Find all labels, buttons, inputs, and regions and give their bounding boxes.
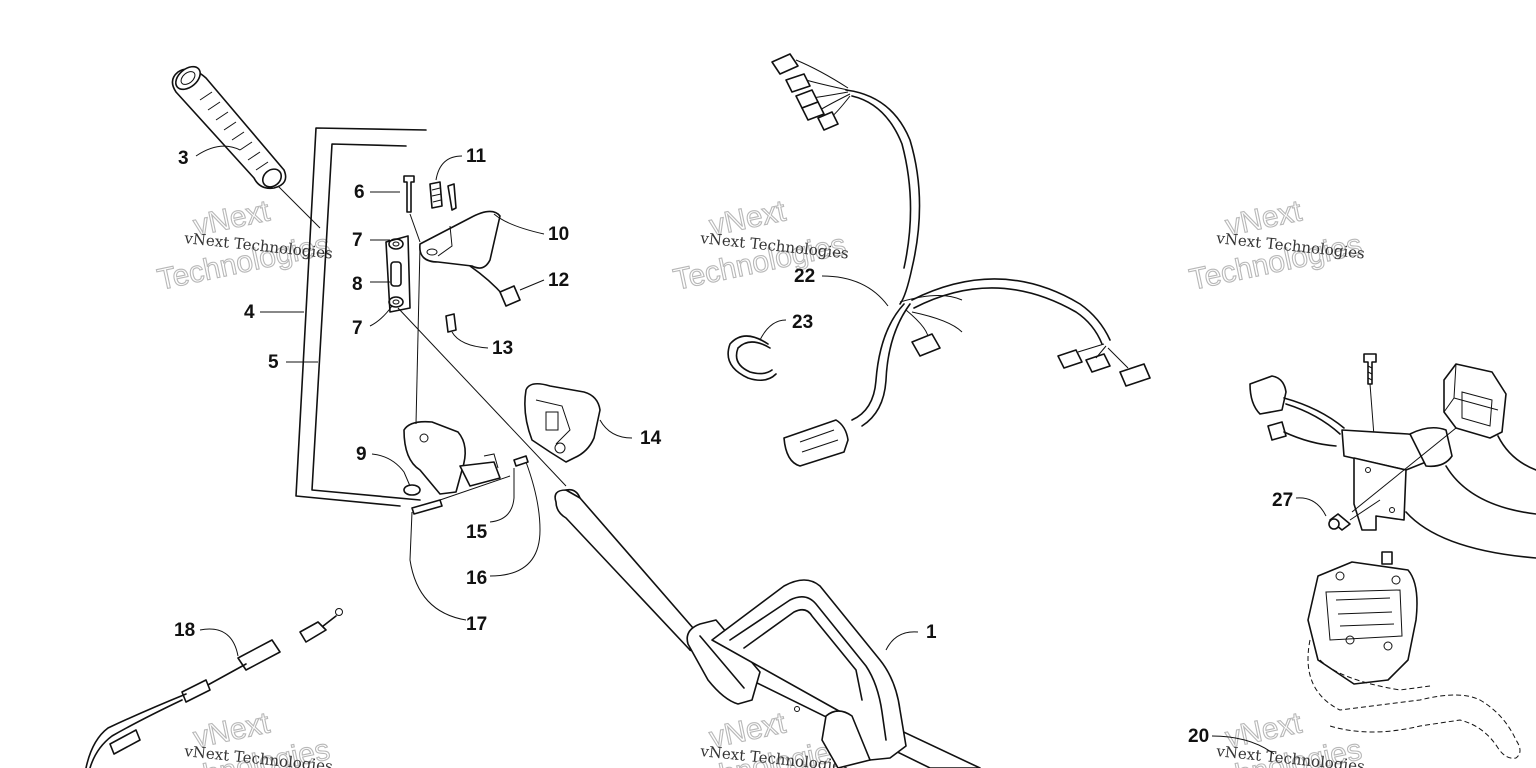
callout-22: 22	[794, 266, 815, 287]
wiring-harness-part	[771, 53, 1151, 467]
callout-16: 16	[466, 568, 487, 589]
callout-13: 13	[492, 338, 513, 359]
callout-23: 23	[792, 312, 813, 333]
callout-3: 3	[178, 148, 189, 169]
callout-6: 6	[354, 182, 365, 203]
ring-clip-part	[727, 335, 777, 382]
callout-7-bottom: 7	[352, 318, 363, 339]
handlebar-part	[554, 488, 981, 768]
callout-12: 12	[548, 270, 569, 291]
hand-grip-part	[171, 65, 321, 229]
callout-10: 10	[548, 224, 569, 245]
callout-14: 14	[640, 428, 662, 449]
bracket-lines	[295, 127, 427, 507]
leader-lines	[195, 145, 1327, 755]
callout-1: 1	[926, 622, 937, 643]
callout-20: 20	[1188, 726, 1209, 747]
callout-5: 5	[268, 352, 279, 373]
callout-8: 8	[352, 274, 363, 295]
callout-15: 15	[466, 522, 488, 543]
callout-labels: 1 3 4 5 6 7 7 8 9 10 11 12 13 14 15 16 1…	[174, 146, 1293, 747]
brake-assembly-part	[1249, 353, 1536, 759]
callout-18: 18	[174, 620, 195, 641]
throttle-cable-part	[85, 608, 343, 768]
callout-9: 9	[356, 444, 367, 465]
callout-17: 17	[466, 614, 487, 635]
callout-27: 27	[1272, 490, 1293, 511]
switch-assembly	[385, 175, 601, 515]
callout-11: 11	[466, 146, 487, 167]
callout-7-top: 7	[352, 230, 363, 251]
callout-4: 4	[244, 302, 255, 323]
